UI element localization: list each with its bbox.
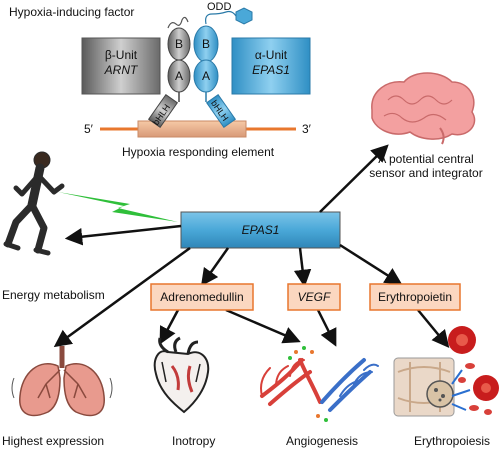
- beta-unit-label: β-Unit ARNT: [82, 48, 160, 78]
- arrow-adm-to-heart: [159, 309, 180, 345]
- arrow-to-lungs: [53, 246, 191, 348]
- vegf-label: VEGF: [297, 290, 331, 304]
- vessels-label: Angiogenesis: [286, 434, 359, 448]
- beta-unit-name: β-Unit: [104, 48, 138, 62]
- brain-label-line2: sensor and integrator: [369, 166, 483, 180]
- alpha-unit-box: [231, 37, 311, 95]
- erythropoietin-label: Erythropoietin: [377, 290, 453, 304]
- alpha-domain-b-label: B: [202, 37, 211, 51]
- brain-image: [371, 72, 476, 145]
- lungs-image: [11, 346, 113, 417]
- arrow-adm-to-vessels: [225, 308, 301, 344]
- beta-unit-box: [81, 37, 161, 95]
- arrow-to-erythropoietin: [339, 243, 403, 285]
- runner-figure: [3, 151, 65, 256]
- alpha-unit-gene: EPAS1: [252, 63, 290, 77]
- alpha-domain-a-label: A: [202, 69, 211, 83]
- bone-marrow-image: [393, 357, 455, 417]
- vegf-box: [287, 283, 341, 311]
- beta-unit-gene: ARNT: [104, 63, 138, 77]
- brain-label-line1: A potential central: [378, 152, 474, 166]
- beta-tail: [167, 16, 189, 29]
- alpha-unit-label: α-Unit EPAS1: [232, 48, 310, 78]
- alpha-unit-name: α-Unit: [254, 48, 288, 62]
- beta-domain-b-label: B: [175, 37, 184, 51]
- arrow-to-adrenomedullin: [200, 247, 230, 287]
- hypoxia-responding-element: [137, 120, 247, 138]
- arrow-to-runner: [64, 224, 182, 246]
- epas1-box: [180, 211, 341, 249]
- arrow-vegf-to-vessels: [316, 309, 337, 347]
- five-prime-label: 5′: [84, 122, 93, 136]
- factor-title: Hypoxia-inducing factor: [9, 5, 135, 19]
- beta-domain-a-label: A: [175, 69, 184, 83]
- arrow-to-vegf: [293, 247, 312, 288]
- element-label: Hypoxia responding element: [122, 145, 275, 159]
- three-prime-label: 3′: [302, 122, 311, 136]
- blood-label: Erythropoiesis: [414, 434, 491, 448]
- epas1-label: EPAS1: [241, 223, 280, 237]
- erythropoietin-box: [369, 283, 461, 311]
- adrenomedullin-box: [150, 283, 254, 311]
- alpha-tail: [205, 10, 237, 25]
- energy-label: Energy metabolism: [2, 288, 105, 302]
- heart-label: Inotropy: [172, 434, 216, 448]
- arrow-to-brain: [319, 144, 389, 213]
- red-blood-cells: [448, 326, 499, 415]
- lightning-bolt: [58, 192, 178, 222]
- heart-image: [153, 336, 210, 414]
- adrenomedullin-label: Adrenomedullin: [160, 290, 244, 304]
- beta-bhlh: [147, 94, 179, 128]
- arrow-epo-to-blood: [417, 309, 450, 349]
- alpha-bhlh: [205, 94, 237, 128]
- odd-label: ODD: [207, 1, 232, 13]
- vessels-image: [260, 346, 379, 422]
- odd-hexagon: [235, 7, 253, 25]
- lungs-label: Highest expression: [2, 434, 105, 448]
